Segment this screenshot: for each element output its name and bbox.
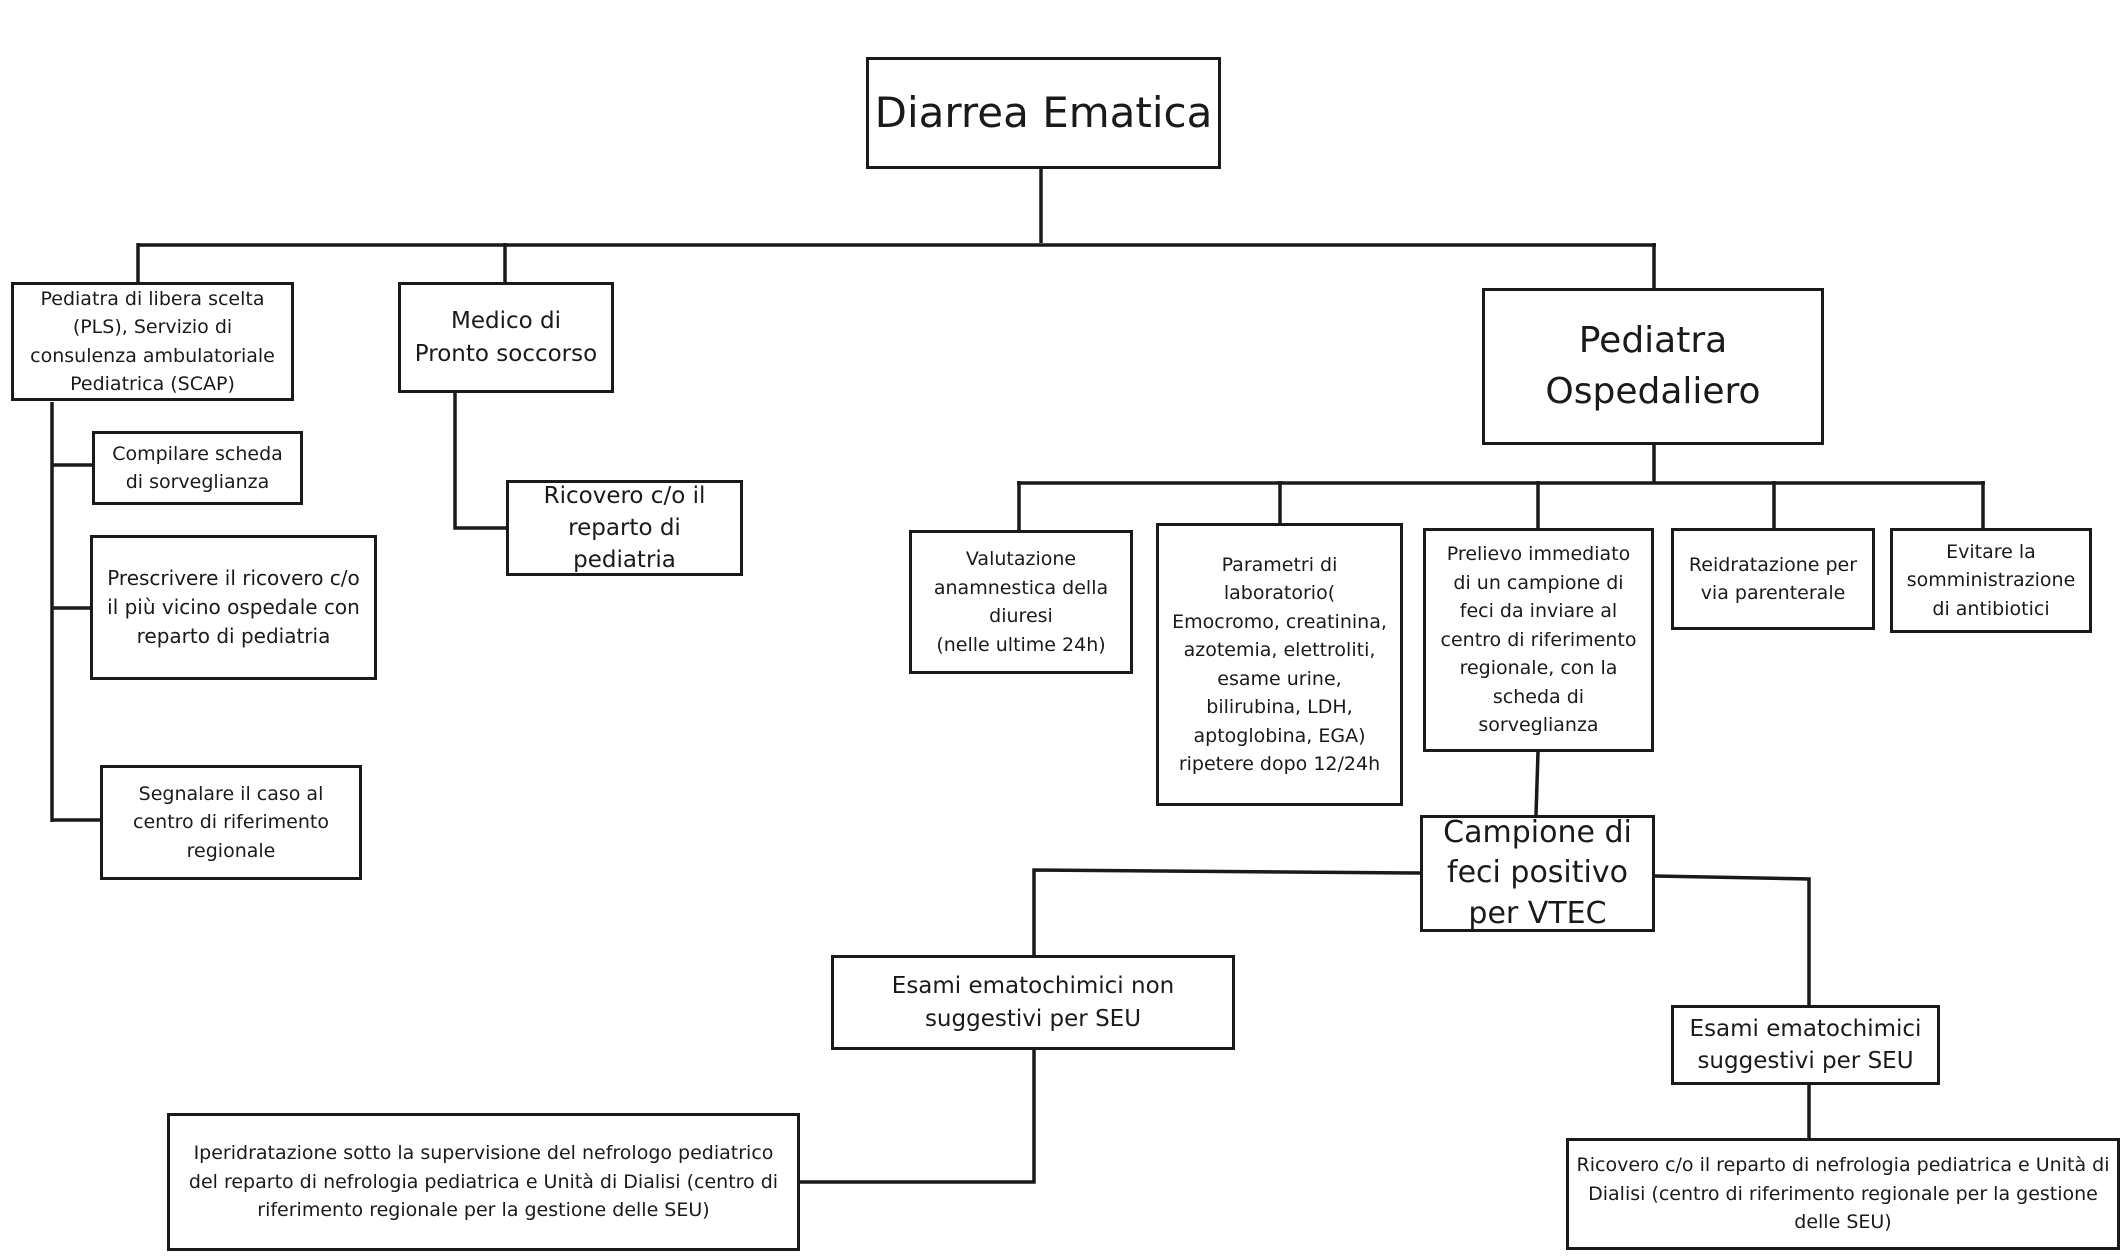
- campione-label: Campione di feci positivo per VTEC: [1443, 814, 1632, 931]
- connector-ps-ricovero: [453, 393, 508, 530]
- valutazione-label: Valutazione anamnestica della diuresi (n…: [933, 548, 1109, 656]
- pls-ricovero-label: Prescrivere il ricovero c/o il più vicin…: [107, 566, 360, 648]
- suggestivi-label: Esami ematochimici suggestivi per SEU: [1689, 1015, 1922, 1074]
- osp-label: Pediatra Ospedaliero: [1545, 320, 1761, 412]
- connector-non-iper: [800, 1050, 1036, 1184]
- reidratazione-label: Reidratazione per via parenterale: [1688, 553, 1858, 605]
- campione-box: Campione di feci positivo per VTEC: [1420, 815, 1655, 932]
- pls-scheda-label: Compilare scheda di sorveglianza: [112, 442, 283, 494]
- root-label: Diarrea Ematica: [874, 87, 1213, 137]
- pls-segnalare-box: Segnalare il caso al centro di riferimen…: [100, 765, 362, 880]
- antibiotici-box: Evitare la somministrazione di antibioti…: [1890, 528, 2092, 633]
- prelievo-label: Prelievo immediato di un campione di fec…: [1440, 543, 1637, 737]
- ricovero-nefro-label: Ricovero c/o il reparto di nefrologia pe…: [1576, 1154, 2110, 1234]
- valutazione-box: Valutazione anamnestica della diuresi (n…: [909, 530, 1133, 674]
- iperidratazione-label: Iperidratazione sotto la supervisione de…: [188, 1142, 779, 1222]
- antibiotici-label: Evitare la somministrazione di antibioti…: [1906, 540, 2076, 620]
- parametri-label: Parametri di laboratorio( Emocromo, crea…: [1172, 553, 1387, 776]
- connector-prelievo-campione: [1534, 751, 1540, 816]
- pls-label: Pediatra di libera scelta (PLS), Servizi…: [30, 287, 275, 396]
- pls-scheda-box: Compilare scheda di sorveglianza: [92, 431, 303, 505]
- connector-campione-non: [1032, 868, 1422, 955]
- osp-box: Pediatra Ospedaliero: [1482, 288, 1824, 445]
- ricovero-nefro-box: Ricovero c/o il reparto di nefrologia pe…: [1566, 1138, 2120, 1250]
- ps-ricovero-box: Ricovero c/o il reparto di pediatria: [506, 480, 743, 576]
- pls-ricovero-box: Prescrivere il ricovero c/o il più vicin…: [90, 535, 377, 680]
- root-box: Diarrea Ematica: [866, 57, 1221, 169]
- connector-campione-si: [1654, 874, 1811, 1005]
- iperidratazione-box: Iperidratazione sotto la supervisione de…: [167, 1113, 800, 1251]
- parametri-box: Parametri di laboratorio( Emocromo, crea…: [1156, 523, 1403, 806]
- reidratazione-box: Reidratazione per via parenterale: [1671, 528, 1875, 630]
- non-suggestivi-box: Esami ematochimici non suggestivi per SE…: [831, 955, 1235, 1050]
- non-suggestivi-label: Esami ematochimici non suggestivi per SE…: [891, 973, 1175, 1032]
- ps-ricovero-label: Ricovero c/o il reparto di pediatria: [543, 482, 706, 574]
- pls-box: Pediatra di libera scelta (PLS), Servizi…: [11, 282, 294, 401]
- ps-label: Medico di Pronto soccorso: [414, 308, 598, 367]
- suggestivi-box: Esami ematochimici suggestivi per SEU: [1671, 1005, 1940, 1085]
- ps-box: Medico di Pronto soccorso: [398, 282, 614, 393]
- prelievo-box: Prelievo immediato di un campione di fec…: [1423, 528, 1654, 752]
- pls-segnalare-label: Segnalare il caso al centro di riferimen…: [133, 782, 329, 862]
